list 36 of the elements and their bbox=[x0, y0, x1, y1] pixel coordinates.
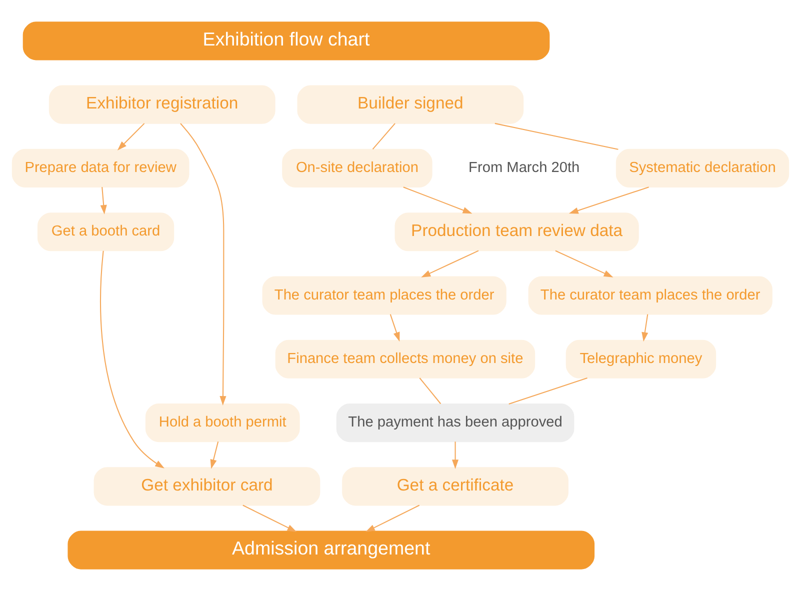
node-box: Admission arrangement bbox=[68, 530, 595, 569]
connector bbox=[508, 377, 588, 404]
node-box: The curator team places the order bbox=[528, 276, 772, 314]
node-box: Production team review data bbox=[394, 212, 639, 251]
node-box: Systematic declaration bbox=[616, 148, 790, 188]
arrow bbox=[555, 250, 614, 277]
connector bbox=[372, 122, 396, 150]
arrow bbox=[100, 250, 164, 468]
arrow bbox=[180, 122, 226, 405]
node-box: Get exhibitor card bbox=[94, 466, 320, 506]
arrow bbox=[100, 186, 107, 214]
node-box: Prepare data for review bbox=[12, 148, 190, 188]
label: From March 20th bbox=[468, 160, 580, 176]
node-box: Exhibition flow chart bbox=[22, 21, 550, 60]
arrow bbox=[366, 504, 420, 532]
arrow bbox=[210, 441, 219, 468]
arrow bbox=[642, 314, 648, 342]
arrow bbox=[117, 122, 145, 150]
connector bbox=[494, 122, 618, 150]
node-box: Exhibitor registration bbox=[48, 84, 276, 124]
arrow bbox=[390, 314, 400, 342]
arrow bbox=[452, 441, 459, 468]
node-box: On-site declaration bbox=[282, 148, 432, 188]
node-box: Hold a booth permit bbox=[145, 402, 300, 442]
node-box: Finance team collects money on site bbox=[275, 339, 536, 378]
arrow bbox=[568, 186, 649, 214]
node-box: Telegraphic money bbox=[566, 339, 716, 378]
node-box: Get a certificate bbox=[342, 466, 568, 506]
arrow bbox=[421, 250, 479, 277]
node-box: The curator team places the order bbox=[262, 276, 506, 314]
connector bbox=[419, 377, 442, 404]
node-box: Builder signed bbox=[297, 84, 524, 124]
arrow bbox=[242, 504, 297, 532]
node-box: Get a booth card bbox=[37, 212, 174, 251]
arrow bbox=[403, 186, 472, 214]
node-box: The payment has been approved bbox=[336, 402, 574, 442]
